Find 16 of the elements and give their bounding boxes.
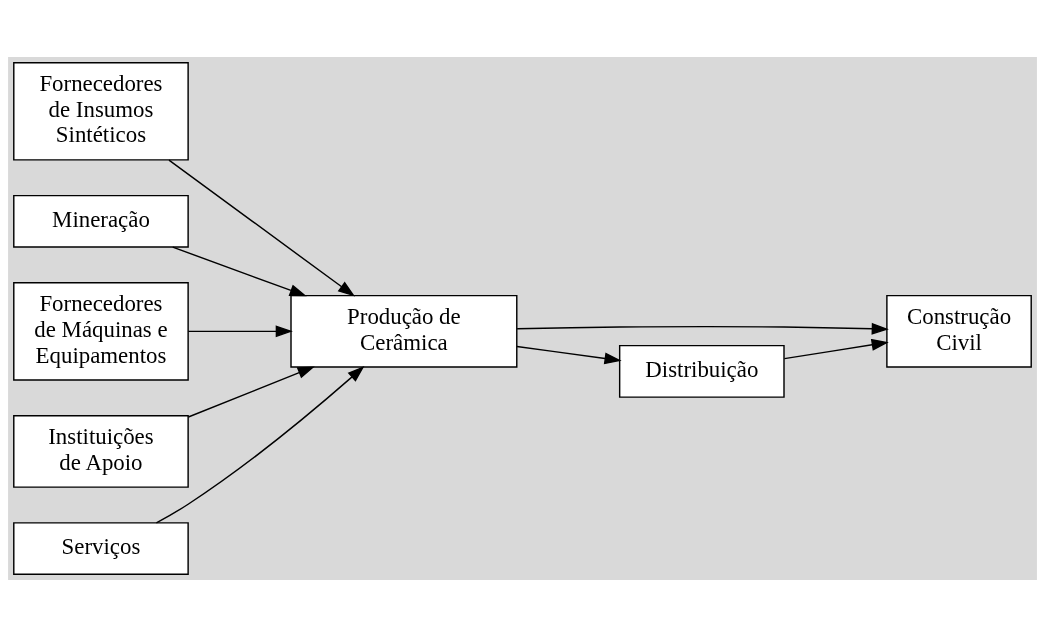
node-box: Fornecedores de Insumos Sintéticos: [13, 62, 189, 161]
arrow: [783, 338, 889, 360]
arrow: [516, 322, 889, 335]
arrow: [172, 246, 307, 297]
arrow: [187, 325, 293, 338]
arrow: [168, 159, 356, 297]
arrow: [187, 366, 315, 418]
node-box: Instituições de Apoio: [13, 414, 189, 488]
arrow: [516, 345, 622, 365]
node-box: Fornecedores de Máquinas e Equipamentos: [13, 282, 189, 381]
node-box: Produção de Cerâmica: [290, 294, 518, 368]
node-box: Construção Civil: [886, 294, 1032, 368]
node-box: Serviços: [13, 522, 189, 575]
node-box: Mineração: [13, 194, 189, 248]
arrow: [155, 366, 365, 524]
node-box: Distribuição: [618, 344, 785, 398]
